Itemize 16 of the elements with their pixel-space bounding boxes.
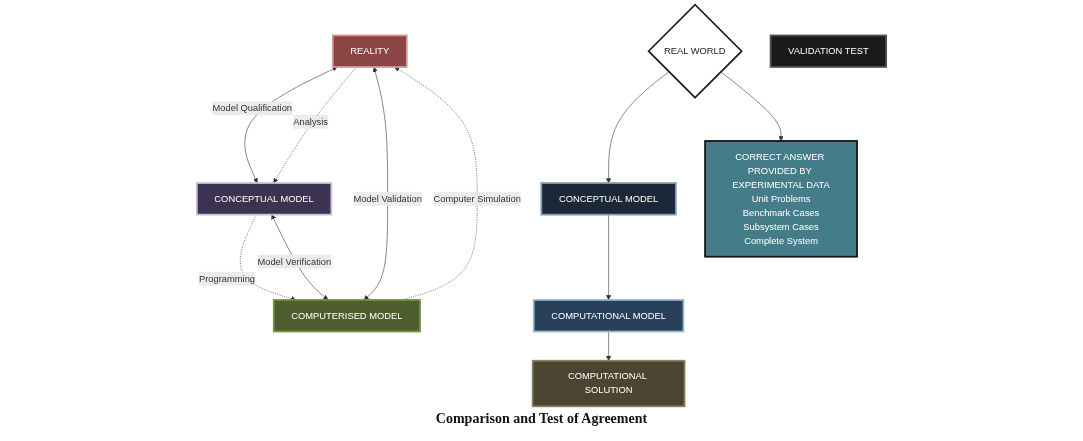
edge-label: Model Verification xyxy=(257,256,332,267)
edge-label: Model Qualification xyxy=(212,103,293,114)
node-box: CONCEPTUAL MODEL xyxy=(540,182,677,216)
edge-label: Analysis xyxy=(293,116,329,127)
node-box: CORRECT ANSWER PROVIDED BY EXPERIMENTAL DATA Unit Problems Benchmark Cases Subsystem Cases Complete System xyxy=(704,140,858,258)
note-text: Comparison and Test of Agreement xyxy=(435,411,648,428)
node-box: COMPUTATIONAL SOLUTION xyxy=(531,359,686,408)
node-box: VALIDATION TEST xyxy=(769,34,888,68)
edge-label: Model Validation xyxy=(353,193,422,204)
edge-label: Computer Simulation xyxy=(433,193,521,204)
node-box: CONCEPTUAL MODEL xyxy=(195,182,333,216)
node-box: REALITY xyxy=(331,34,408,68)
node-box: COMPUTATIONAL MODEL xyxy=(532,299,685,333)
node-box: COMPUTERISED MODEL xyxy=(272,299,421,333)
edge-label: Programming xyxy=(198,273,256,284)
node-diamond: REAL WORLD xyxy=(647,3,743,99)
